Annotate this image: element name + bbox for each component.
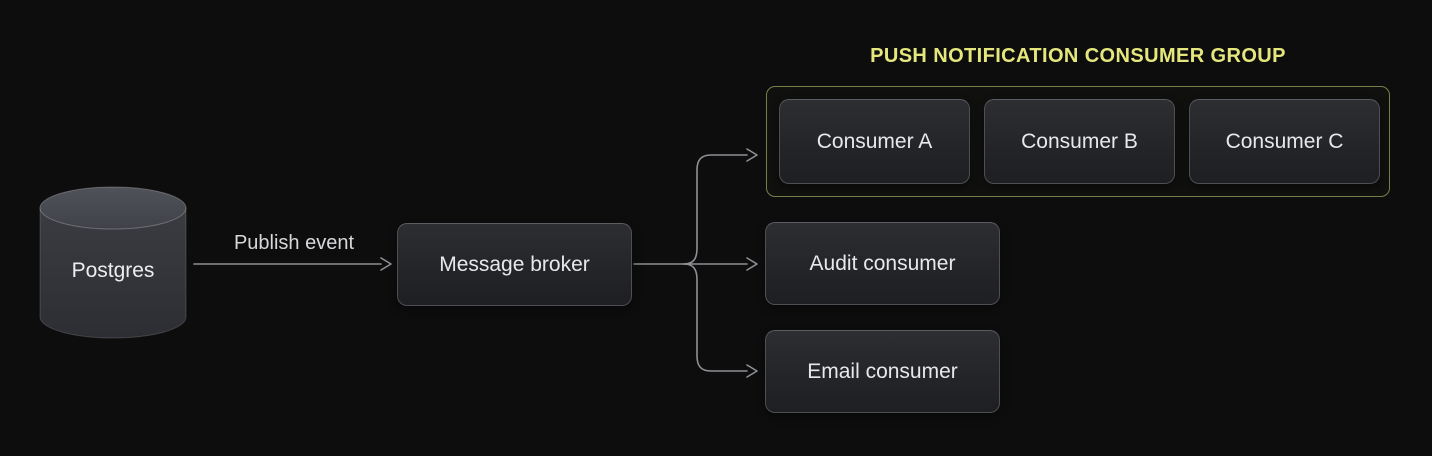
publish-event-label: Publish event (233, 232, 355, 254)
consumer-b-label: Consumer B (1021, 129, 1138, 153)
message-broker-node: Message broker (397, 223, 632, 306)
consumer-a-label: Consumer A (816, 129, 933, 153)
database-cylinder-icon (39, 186, 187, 339)
consumer-c-label: Consumer C (1225, 129, 1344, 153)
audit-consumer-node: Audit consumer (765, 222, 1000, 305)
broker-to-consumer-group-arrow (683, 148, 758, 265)
postgres-database-node: Postgres (39, 186, 187, 339)
consumer-c-node: Consumer C (1189, 99, 1380, 184)
audit-consumer-label: Audit consumer (809, 251, 956, 275)
email-consumer-label: Email consumer (807, 359, 958, 383)
publish-event-arrow (193, 257, 392, 271)
consumer-b-node: Consumer B (984, 99, 1175, 184)
consumer-a-node: Consumer A (779, 99, 970, 184)
broker-to-email-arrow (683, 263, 758, 378)
email-consumer-node: Email consumer (765, 330, 1000, 413)
consumer-group-title: PUSH NOTIFICATION CONSUMER GROUP (870, 45, 1286, 67)
broker-to-audit-arrow (633, 257, 758, 271)
message-broker-label: Message broker (439, 252, 590, 276)
postgres-label: Postgres (71, 259, 155, 282)
